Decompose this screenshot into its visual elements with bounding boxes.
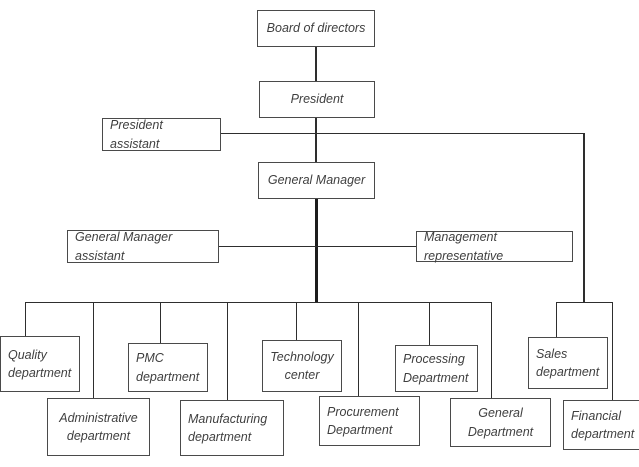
- node-general-department[interactable]: General Department: [450, 398, 551, 447]
- node-label: President assistant: [110, 118, 163, 151]
- connector-drop-administrative: [93, 302, 94, 399]
- connector-drop-general-department: [491, 302, 492, 398]
- node-label-line2: Department: [403, 370, 469, 385]
- connector-drop-procurement: [358, 302, 359, 396]
- node-label-line2: department: [66, 429, 131, 443]
- node-label-line2: Department: [467, 424, 534, 439]
- node-label-line1: General: [478, 406, 523, 421]
- connector-president-assistant-horizontal: [221, 133, 584, 134]
- node-label-line1: Administrative: [59, 410, 138, 425]
- node-label-line1: Processing: [403, 352, 465, 367]
- connector-board-to-president: [315, 47, 317, 81]
- connector-main-distributor-bar: [25, 302, 492, 303]
- connector-general-manager-trunk: [315, 199, 318, 303]
- node-quality-department[interactable]: Quality department: [0, 336, 80, 392]
- node-label-line1: Financial: [571, 408, 622, 423]
- connector-gm-assistant-horizontal: [219, 246, 416, 247]
- node-label-line1: Sales: [536, 346, 568, 361]
- node-label: Management representative: [424, 230, 504, 263]
- node-label-line2: Department: [327, 423, 393, 437]
- connector-drop-processing: [429, 302, 430, 345]
- node-label-line1: PMC: [136, 351, 164, 366]
- node-manufacturing-department[interactable]: Manufacturing department: [180, 400, 284, 456]
- node-general-manager[interactable]: General Manager: [258, 162, 375, 199]
- node-financial-department[interactable]: Financial department: [563, 400, 639, 450]
- connector-drop-technology: [296, 302, 297, 341]
- node-president-assistant[interactable]: President assistant: [102, 118, 221, 151]
- connector-president-to-general-manager: [315, 118, 317, 165]
- node-pmc-department[interactable]: PMC department: [128, 343, 208, 392]
- node-label-line2: department: [571, 427, 635, 441]
- node-board-of-directors[interactable]: Board of directors: [257, 10, 375, 47]
- connector-sales-distributor-bar: [556, 302, 613, 303]
- node-management-representative[interactable]: Management representative: [416, 230, 573, 263]
- connector-drop-manufacturing: [227, 302, 228, 401]
- node-label-line2: department: [188, 430, 252, 444]
- node-label-line2: department: [8, 366, 72, 380]
- node-label: President: [290, 92, 344, 107]
- node-sales-department[interactable]: Sales department: [528, 337, 608, 389]
- node-label-line1: Procurement: [327, 404, 399, 419]
- node-president[interactable]: President: [259, 81, 375, 118]
- connector-drop-financial: [612, 302, 613, 400]
- connector-drop-pmc: [160, 302, 161, 344]
- node-processing-department[interactable]: Processing Department: [395, 345, 478, 392]
- node-label-line1: Technology: [270, 349, 334, 364]
- node-label-line2: center: [284, 368, 320, 382]
- node-general-manager-assistant[interactable]: General Manager assistant: [67, 230, 219, 263]
- connector-drop-sales: [556, 302, 557, 337]
- node-label: Board of directors: [266, 21, 366, 36]
- connector-right-trunk-vertical: [583, 133, 585, 303]
- node-label-line2: department: [136, 369, 200, 384]
- node-administrative-department[interactable]: Administrative department: [47, 398, 150, 456]
- node-label: General Manager: [267, 173, 366, 188]
- node-label: General Manager assistant: [75, 230, 173, 263]
- node-label-line1: Quality: [8, 347, 47, 362]
- node-technology-center[interactable]: Technology center: [262, 340, 342, 392]
- connector-drop-quality: [25, 302, 26, 337]
- node-procurement-department[interactable]: Procurement Department: [319, 396, 420, 446]
- node-label-line1: Manufacturing: [188, 411, 268, 426]
- node-label-line2: department: [536, 365, 600, 379]
